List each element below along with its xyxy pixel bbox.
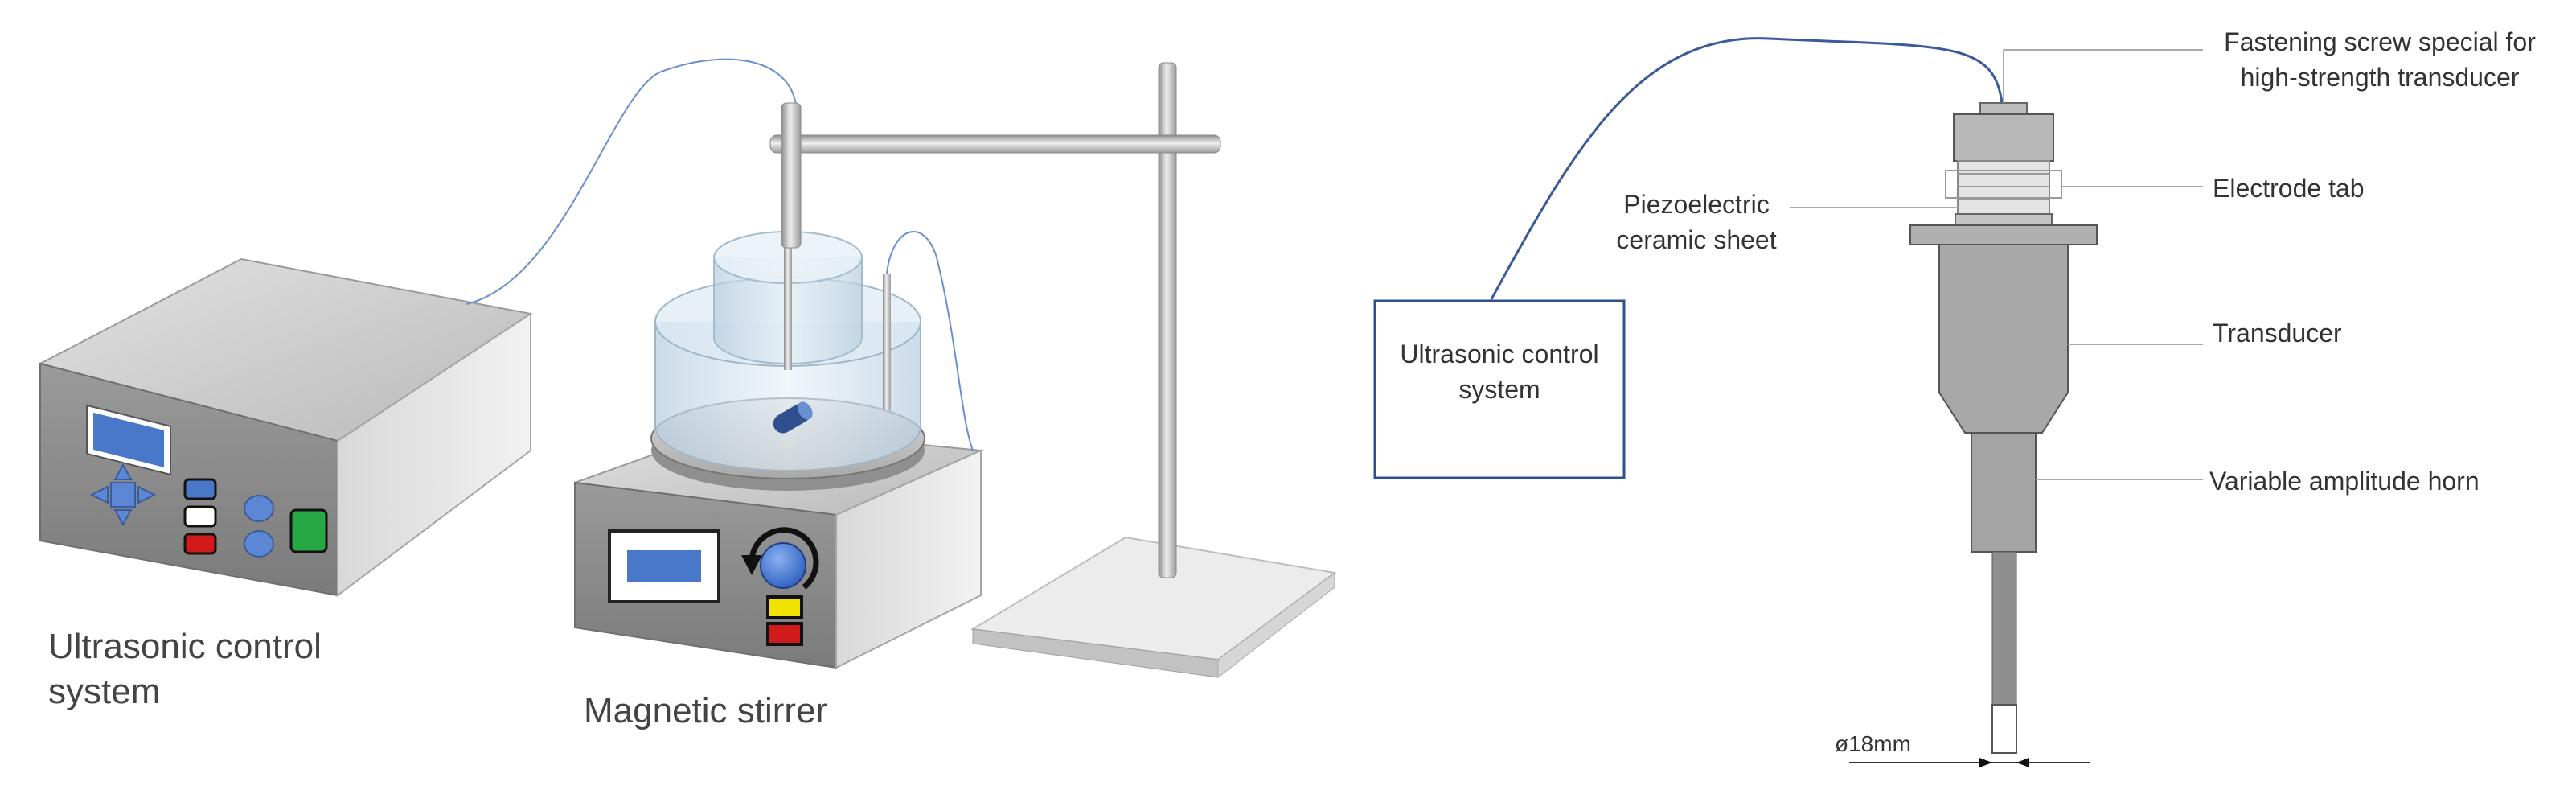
- stand-horizontal-arm: [769, 134, 1221, 154]
- stirrer-side: [835, 449, 982, 669]
- fastening-screw-label: Fastening screw special for high-strengt…: [2224, 27, 2536, 92]
- stirrer-knob: [760, 542, 806, 589]
- dpad-icon: [89, 463, 157, 527]
- schematic-control-box-label: Ultrasonic control system: [1400, 339, 1599, 404]
- thermometer: [883, 274, 891, 410]
- stirrer-display: [627, 550, 701, 582]
- dimension-arrow-right: [2016, 758, 2029, 767]
- control-box-display: [93, 412, 164, 467]
- beaker: [654, 217, 921, 471]
- dimension-arrow-left: [1979, 758, 1992, 767]
- magnetic-stirrer-label: Magnetic stirrer: [584, 691, 828, 730]
- oval-button-lower: [244, 530, 274, 558]
- blue-button: [183, 478, 217, 500]
- retort-stand: [769, 62, 1337, 679]
- transducer-head: [1953, 113, 2054, 162]
- connection-wire-right: [886, 231, 974, 451]
- oval-button-upper: [244, 495, 274, 522]
- connection-wire-left: [466, 58, 797, 305]
- electrode-tab: [1945, 170, 2062, 199]
- fastening-screw: [1979, 102, 2028, 115]
- piezoelectric-sheet-label: Piezoelectric ceramic sheet: [1616, 190, 1777, 254]
- schematic-cable: [1490, 37, 2004, 300]
- horn-label: Variable amplitude horn: [2209, 467, 2480, 496]
- flange-top: [1955, 213, 2053, 226]
- stand-vertical-rod: [1158, 62, 1177, 578]
- red-button: [183, 533, 217, 555]
- white-button: [183, 505, 217, 528]
- ultrasonic-control-system-label: Ultrasonic control system: [48, 627, 322, 711]
- rotate-arrow-icon: [749, 527, 819, 590]
- schematic-control-box: [1373, 299, 1626, 479]
- ultrasonic-control-box: [38, 257, 533, 597]
- amplitude-horn: [1971, 432, 2037, 553]
- control-box-side: [337, 312, 531, 597]
- horn-holder-rod: [781, 102, 802, 249]
- green-power-button: [289, 508, 328, 553]
- electrode-tab-label: Electrode tab: [2213, 174, 2365, 203]
- transducer-schematic: [1373, 37, 2203, 767]
- probe-rod: [1991, 551, 2017, 706]
- transducer-label: Transducer: [2213, 319, 2342, 348]
- stirrer-red-button: [766, 622, 803, 646]
- stir-bar: [773, 401, 813, 434]
- probe-tip: [784, 217, 792, 370]
- rotate-arrowhead-icon: [741, 555, 762, 575]
- probe-end: [1991, 704, 2017, 754]
- transducer-body: [1938, 244, 2069, 434]
- flange: [1909, 224, 2098, 245]
- diameter-label: ø18mm: [1835, 731, 1911, 756]
- stand-base-side: [1217, 572, 1335, 679]
- stirrer-yellow-button: [766, 595, 803, 619]
